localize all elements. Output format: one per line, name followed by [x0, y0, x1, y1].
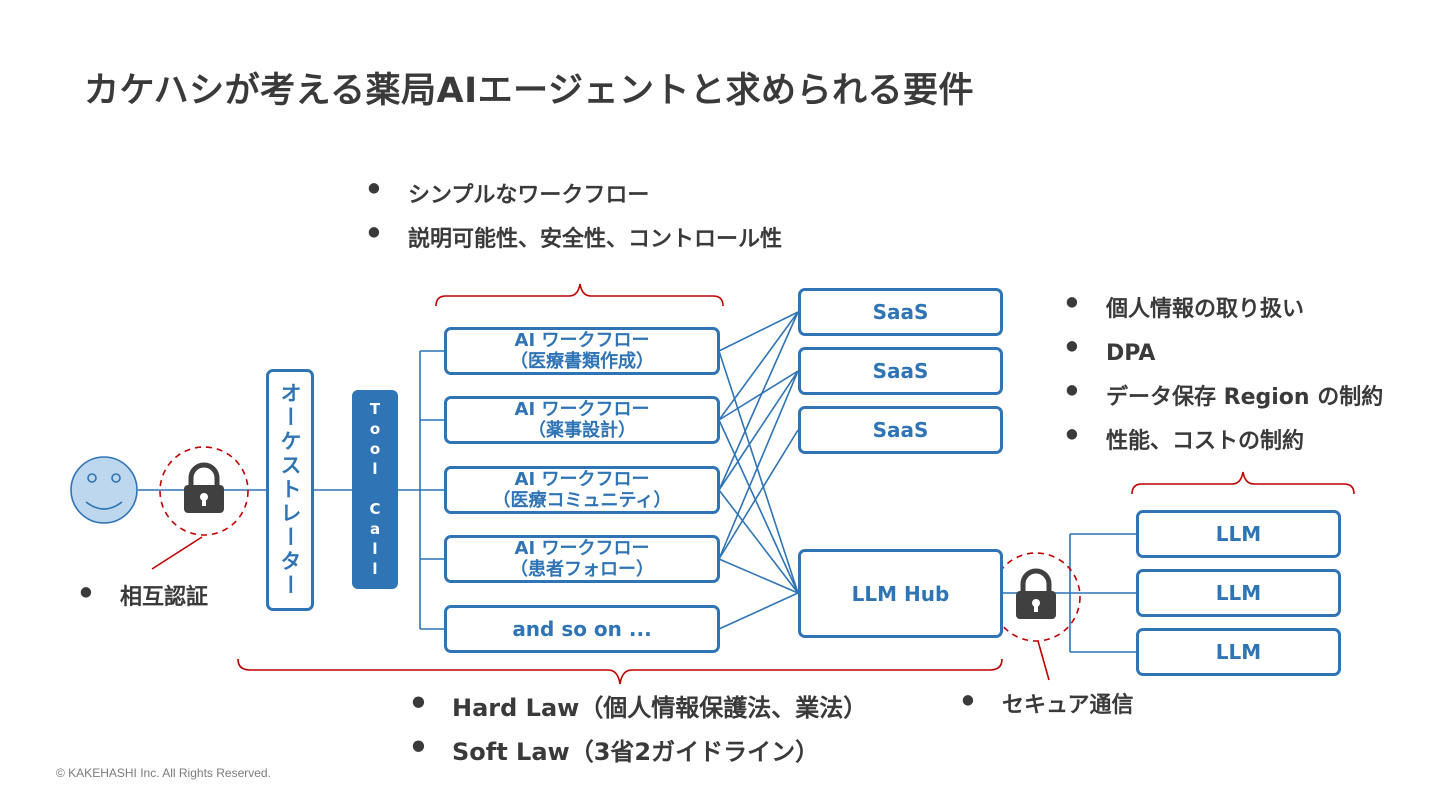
secure-callout-line: [1037, 640, 1050, 681]
connector-mesh: [718, 311, 799, 491]
secure-dashed-circle: [991, 552, 1081, 642]
connector-mesh: [718, 592, 799, 630]
right-requirements-list: 個人情報の取り扱い DPA データ保存 Region の制約 性能、コストの制約: [1066, 288, 1383, 464]
tool-call-box: Tool Call: [352, 390, 398, 589]
workflow-subtitle: （医療書類作成）: [510, 351, 654, 372]
workflow-box: AI ワークフロー （医療コミュニティ）: [444, 466, 720, 514]
connector-mesh: [718, 429, 799, 560]
workflow-title: AI ワークフロー: [514, 399, 650, 420]
requirement-item: 性能、コストの制約: [1066, 420, 1383, 464]
connector-mesh: [718, 350, 799, 594]
auth-requirement-list: 相互認証: [80, 578, 208, 618]
workflow-box: AI ワークフロー （患者フォロー）: [444, 535, 720, 583]
saas-box: SaaS: [798, 288, 1003, 336]
lock-icon: [184, 462, 224, 513]
workflow-title: AI ワークフロー: [514, 538, 650, 559]
saas-box: SaaS: [798, 347, 1003, 395]
law-requirements-list: Hard Law（個人情報保護法、業法） Soft Law（3省2ガイドライン）: [412, 686, 867, 774]
lock-icon: [1016, 568, 1056, 619]
requirement-item: データ保存 Region の制約: [1066, 376, 1383, 420]
requirement-item: DPA: [1066, 332, 1383, 376]
llm-box: LLM: [1136, 628, 1341, 676]
page-title: カケハシが考える薬局AIエージェントと求められる要件: [84, 71, 974, 111]
connector-mesh: [718, 370, 799, 491]
requirement-item: 個人情報の取り扱い: [1066, 288, 1383, 332]
smiley-face-icon: [70, 456, 138, 524]
connector-mesh: [718, 489, 799, 594]
auth-callout-line: [151, 536, 203, 570]
brace-workflows: [435, 283, 724, 307]
workflow-title: AI ワークフロー: [514, 469, 650, 490]
workflow-and-so-on-box: and so on ...: [444, 605, 720, 653]
requirement-item: 説明可能性、安全性、コントロール性: [368, 218, 782, 262]
copyright-text: © KAKEHASHI Inc. All Rights Reserved.: [56, 766, 271, 780]
workflow-box: AI ワークフロー （医療書類作成）: [444, 327, 720, 375]
saas-box: SaaS: [798, 406, 1003, 454]
connector-mesh: [718, 558, 799, 594]
connector-mesh: [718, 311, 799, 352]
requirement-item: Hard Law（個人情報保護法、業法）: [412, 686, 867, 730]
requirement-item: Soft Law（3省2ガイドライン）: [412, 730, 867, 774]
llm-box: LLM: [1136, 510, 1341, 558]
requirement-item: シンプルなワークフロー: [368, 174, 782, 218]
auth-dashed-circle: [159, 446, 249, 536]
workflow-subtitle: （薬事設計）: [528, 420, 636, 441]
connector-mesh: [718, 370, 799, 421]
connector-mesh: [718, 370, 799, 560]
connector-mesh: [718, 311, 799, 421]
orchestrator-box: オーケストレーター: [266, 369, 314, 611]
brace-llms: [1131, 471, 1355, 495]
workflow-box: AI ワークフロー （薬事設計）: [444, 396, 720, 444]
requirement-item: セキュア通信: [962, 686, 1134, 726]
brace-whole: [237, 658, 1003, 685]
workflow-subtitle: （患者フォロー）: [510, 559, 654, 580]
requirement-item: 相互認証: [80, 578, 208, 618]
secure-requirement-list: セキュア通信: [962, 686, 1134, 726]
workflow-title: AI ワークフロー: [514, 330, 650, 351]
llm-box: LLM: [1136, 569, 1341, 617]
llm-hub-box: LLM Hub: [798, 549, 1003, 638]
workflow-subtitle: （医療コミュニティ）: [492, 490, 672, 511]
connector-mesh: [718, 419, 799, 594]
top-requirements-list: シンプルなワークフロー 説明可能性、安全性、コントロール性: [368, 174, 782, 262]
